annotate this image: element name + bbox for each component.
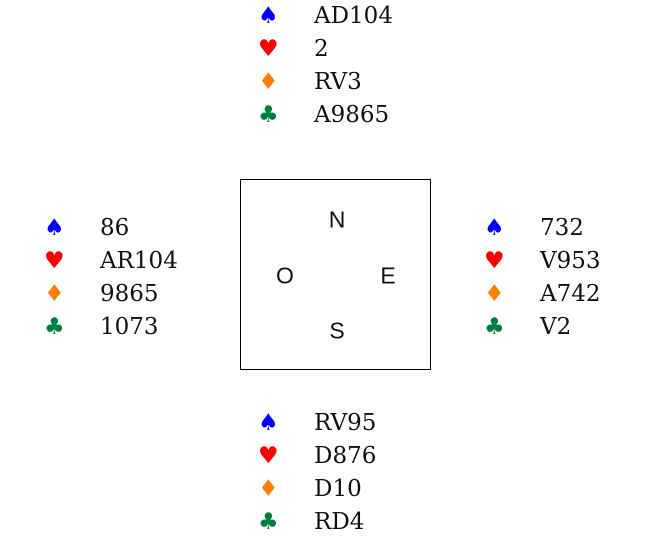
west-spades-row: ♠ 86 <box>44 212 178 245</box>
club-icon: ♣ <box>258 509 279 535</box>
spade-icon: ♠ <box>258 3 279 29</box>
east-hearts-row: ♥ V953 <box>484 245 601 278</box>
east-spades-row: ♠ 732 <box>484 212 601 245</box>
east-diamonds-cards: A742 <box>540 281 601 307</box>
west-diamonds-row: ♦ 9865 <box>44 278 178 311</box>
north-clubs-row: ♣ A9865 <box>258 99 393 132</box>
spade-icon: ♠ <box>484 215 505 241</box>
heart-icon: ♥ <box>258 443 279 469</box>
diamond-icon: ♦ <box>484 281 505 307</box>
west-clubs-row: ♣ 1073 <box>44 311 178 344</box>
club-icon: ♣ <box>44 314 65 340</box>
west-hand: ♠ 86 ♥ AR104 ♦ 9865 ♣ 1073 <box>44 212 178 344</box>
north-spades-cards: AD104 <box>314 3 393 29</box>
south-hand: ♠ RV95 ♥ D876 ♦ D10 ♣ RD4 <box>258 407 376 539</box>
south-clubs-row: ♣ RD4 <box>258 506 376 539</box>
west-diamonds-cards: 9865 <box>100 281 159 307</box>
west-hearts-row: ♥ AR104 <box>44 245 178 278</box>
club-icon: ♣ <box>258 102 279 128</box>
diamond-icon: ♦ <box>258 69 279 95</box>
east-hand: ♠ 732 ♥ V953 ♦ A742 ♣ V2 <box>484 212 601 344</box>
compass-west-label: O <box>276 262 294 289</box>
east-clubs-cards: V2 <box>540 314 572 340</box>
compass-box: N O E S <box>240 179 431 370</box>
compass-east-label: E <box>380 262 396 289</box>
north-spades-row: ♠ AD104 <box>258 0 393 33</box>
west-clubs-cards: 1073 <box>100 314 159 340</box>
south-spades-cards: RV95 <box>314 410 377 436</box>
heart-icon: ♥ <box>484 248 505 274</box>
south-clubs-cards: RD4 <box>314 509 365 535</box>
south-hearts-cards: D876 <box>314 443 377 469</box>
heart-icon: ♥ <box>44 248 65 274</box>
east-spades-cards: 732 <box>540 215 584 241</box>
club-icon: ♣ <box>484 314 505 340</box>
diamond-icon: ♦ <box>258 476 279 502</box>
east-diamonds-row: ♦ A742 <box>484 278 601 311</box>
south-spades-row: ♠ RV95 <box>258 407 376 440</box>
diamond-icon: ♦ <box>44 281 65 307</box>
west-spades-cards: 86 <box>100 215 130 241</box>
north-hearts-row: ♥ 2 <box>258 33 393 66</box>
compass-south-label: S <box>329 317 345 344</box>
south-hearts-row: ♥ D876 <box>258 440 376 473</box>
compass-north-label: N <box>328 206 346 233</box>
south-diamonds-cards: D10 <box>314 476 362 502</box>
north-diamonds-row: ♦ RV3 <box>258 66 393 99</box>
spade-icon: ♠ <box>258 410 279 436</box>
north-hearts-cards: 2 <box>314 36 329 62</box>
south-diamonds-row: ♦ D10 <box>258 473 376 506</box>
heart-icon: ♥ <box>258 36 279 62</box>
west-hearts-cards: AR104 <box>100 248 178 274</box>
spade-icon: ♠ <box>44 215 65 241</box>
north-hand: ♠ AD104 ♥ 2 ♦ RV3 ♣ A9865 <box>258 0 393 132</box>
north-clubs-cards: A9865 <box>314 102 390 128</box>
east-hearts-cards: V953 <box>540 248 601 274</box>
east-clubs-row: ♣ V2 <box>484 311 601 344</box>
north-diamonds-cards: RV3 <box>314 69 362 95</box>
